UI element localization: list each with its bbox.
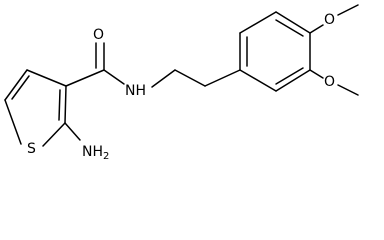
bond-s-c5 [4, 99, 22, 145]
methoxy-top [309, 4, 359, 34]
atom-label-amide-nh: NH [125, 83, 146, 99]
bond-ar2-ar3 [239, 11, 277, 34]
bond-ar3-ar4 [275, 11, 311, 34]
chemical-structure-diagram: O NH S NH2 O O [4, 4, 359, 162]
thiophene-ring [4, 69, 67, 147]
benzene-ring [239, 11, 311, 92]
ethyl-linker [151, 69, 241, 88]
bond-c5-c4-inner [11, 75, 30, 100]
atom-label-sulfur: S [27, 141, 36, 157]
bond-c2-s [42, 122, 66, 147]
bond-ar6-ar1 [239, 69, 277, 92]
bond-c3-c2-inner [58, 89, 61, 121]
bond-nh-ch2 [151, 69, 176, 88]
methoxy-bottom [309, 69, 359, 96]
bond-ar3-ar4-inner [275, 19, 304, 37]
bond-c3-c2 [64, 85, 67, 124]
bond-o-ch3-bottom [337, 84, 359, 96]
bond-ar4-o-top [309, 24, 324, 34]
atom-label-methoxy-oxygen-bottom: O [324, 74, 335, 90]
atom-label-methoxy-oxygen-top: O [324, 12, 335, 28]
bond-c3-carbonyl [65, 69, 105, 87]
atom-label-amine: NH2 [82, 144, 109, 162]
atom-label-amine-subscript: 2 [103, 151, 109, 162]
amine-substituent [64, 122, 81, 141]
bond-carbonyl-nh [103, 69, 125, 85]
bond-c4-c3 [26, 69, 67, 87]
carboxamide-group [65, 42, 125, 87]
atom-label-carbonyl-oxygen: O [93, 27, 104, 43]
bond-ch2-ch2 [174, 69, 206, 87]
bond-ar5-ar6-inner [275, 67, 304, 85]
bond-c5-c4 [4, 69, 28, 101]
atom-label-amine-nh: NH [82, 144, 103, 160]
bond-c2-nh2 [64, 122, 81, 141]
bond-ch2-aryl [204, 69, 241, 87]
bond-o-ch3-top [337, 4, 359, 16]
bond-ar5-o-bottom [309, 69, 324, 79]
bond-ar5-ar6 [275, 69, 311, 92]
